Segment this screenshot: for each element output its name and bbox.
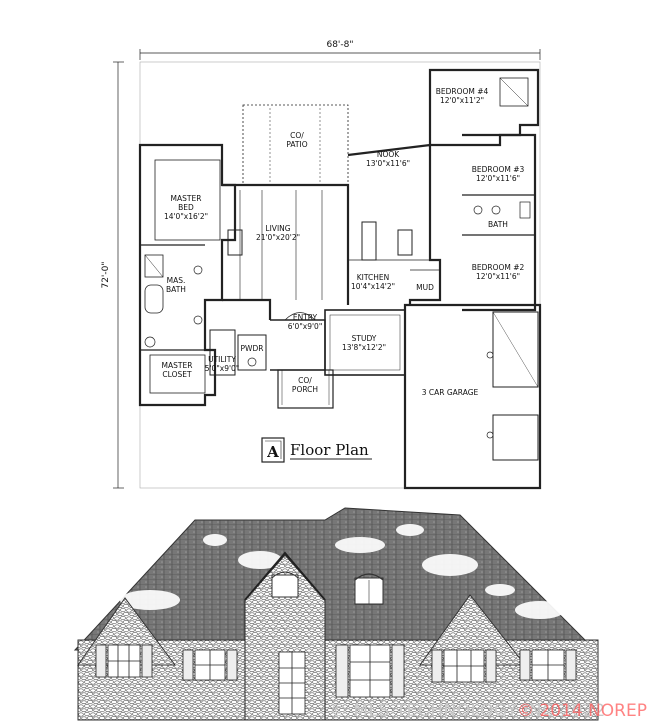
floor-plan-title-text: Floor Plan	[290, 441, 369, 459]
mas-bath-label-2: BATH	[166, 285, 186, 294]
floor-plan-title: A Floor Plan	[261, 437, 372, 463]
bedroom3-label: BEDROOM #3	[472, 165, 525, 174]
floor-plan	[113, 49, 542, 490]
elevation-windows	[95, 644, 577, 715]
master-bed-label: MASTER	[171, 194, 202, 203]
master-bed-label-2: BED	[178, 203, 194, 212]
mud-label: MUD	[416, 283, 434, 292]
patio-label: CO/	[290, 131, 304, 140]
bedroom4-size: 12'0"x11'2"	[440, 96, 484, 105]
mas-bath-label: MAS.	[167, 276, 186, 285]
master-closet-label: MASTER	[162, 361, 193, 370]
watermark-text: © MLS TECHNOLOGY INC 2022	[330, 701, 606, 721]
porch-area	[277, 369, 334, 409]
entry-label: ENTRY	[293, 313, 318, 322]
bedroom4-label: BEDROOM #4	[436, 87, 489, 96]
pdr-label: PWDR	[241, 344, 264, 353]
study-area	[324, 309, 406, 376]
porch-label: CO/	[298, 376, 312, 385]
bedroom2-size: 12'0"x11'6"	[476, 272, 520, 281]
kitchen-label: KITCHEN	[357, 273, 390, 282]
master-closet-area	[149, 354, 206, 394]
kitchen-size: 10'4"x14'2"	[351, 282, 395, 291]
kitchen-island	[361, 221, 377, 261]
porch-label-2: PORCH	[292, 385, 318, 394]
garage-label: 3 CAR GARAGE	[422, 388, 479, 397]
study-label: STUDY	[352, 334, 377, 343]
watermark: © MLS TECHNOLOGY INC 2022 © 2014 NOREP	[330, 701, 647, 721]
master-closet-label-2: CLOSET	[162, 370, 192, 379]
range	[397, 229, 413, 256]
room-labels: 68'-8" 72'-0" BEDROOM #4 12'0"x11'2" CO/…	[101, 40, 525, 397]
patio-outline	[242, 104, 349, 186]
master-tub	[144, 284, 164, 314]
bath-label: BATH	[488, 220, 508, 229]
main-roof	[73, 507, 597, 651]
nook-label: NOOK	[377, 150, 400, 159]
living-size: 21'0"x20'2"	[256, 233, 300, 242]
entry-size: 6'0"x9'0"	[288, 322, 323, 331]
fireplace	[227, 229, 243, 256]
front-elevation	[73, 507, 599, 721]
master-bed-size: 14'0"x16'2"	[164, 212, 208, 221]
living-label: LIVING	[265, 224, 290, 233]
depth-dimension: 72'-0"	[101, 261, 111, 288]
patio-label-2: PATIO	[286, 140, 307, 149]
utility-size: 5'0"x9'0"	[205, 364, 240, 373]
watermark-overlay-text: © 2014 NOREP	[517, 701, 647, 721]
title-badge: A	[266, 443, 279, 461]
nook-size: 13'0"x11'6"	[366, 159, 410, 168]
width-dimension: 68'-8"	[326, 40, 353, 50]
bedroom3-size: 12'0"x11'6"	[476, 174, 520, 183]
bedroom2-label: BEDROOM #2	[472, 263, 525, 272]
utility-label: UTILITY	[208, 355, 236, 364]
master-bed-area	[154, 159, 221, 241]
study-size: 13'8"x12'2"	[342, 343, 386, 352]
